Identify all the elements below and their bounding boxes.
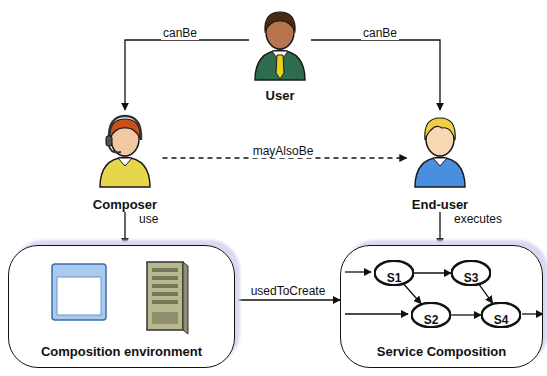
connector — [125, 40, 249, 110]
node-label: Composer — [88, 197, 163, 212]
edge-label: use — [137, 212, 160, 226]
person-node: Composer — [88, 110, 163, 212]
edge-label: executes — [452, 212, 504, 226]
composer-icon — [100, 116, 150, 187]
environment-panel: Composition environment — [8, 245, 235, 368]
person-node: End-user — [407, 110, 474, 212]
connector — [439, 212, 440, 245]
composition-panel: Service Composition S1 S3S2 S4 — [340, 245, 543, 368]
node-label: S2 — [411, 313, 451, 318]
node-label: Service Composition — [341, 344, 542, 359]
connector — [451, 314, 481, 315]
server-icon — [147, 262, 188, 334]
connector — [311, 40, 440, 110]
node-label: S1 — [374, 271, 414, 276]
service-node: S1 — [374, 260, 414, 286]
service-node: S2 — [411, 302, 451, 328]
ellipse-shape — [412, 303, 451, 327]
service-node: S4 — [481, 302, 521, 328]
connector — [404, 284, 421, 303]
connector — [235, 299, 340, 300]
flow-in-arrow — [345, 271, 371, 272]
connector — [479, 285, 492, 303]
window-icon — [52, 264, 106, 320]
node-label: Composition environment — [9, 344, 234, 359]
edge-label: usedToCreate — [249, 284, 328, 298]
edge-label: canBe — [161, 26, 199, 40]
node-label: S3 — [451, 271, 491, 276]
ellipse-shape — [375, 261, 414, 285]
flow-out-arrow — [522, 313, 543, 314]
node-label: S4 — [481, 313, 521, 318]
service-node: S3 — [451, 260, 491, 286]
node-label: User — [249, 88, 311, 103]
flow-in-arrow — [345, 313, 408, 314]
ellipse-shape — [452, 261, 491, 285]
connector — [414, 272, 451, 273]
connector — [124, 212, 125, 245]
edge-label: canBe — [361, 26, 399, 40]
edge-label: mayAlsoBe — [251, 144, 316, 158]
node-label: End-user — [407, 197, 474, 212]
end-user-icon — [415, 118, 465, 187]
person-node: User — [249, 5, 311, 103]
ellipse-shape — [482, 303, 521, 327]
user-icon — [255, 12, 305, 80]
